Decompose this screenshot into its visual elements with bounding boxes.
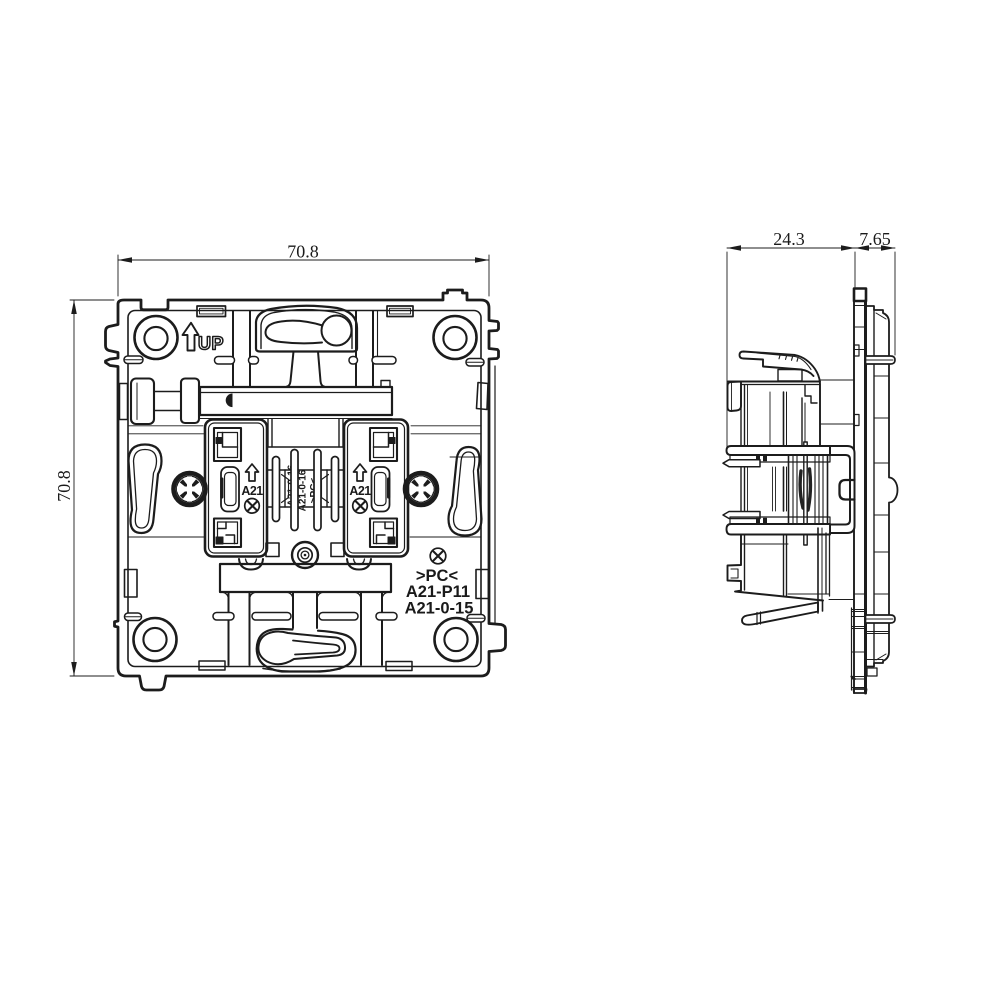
svg-text:70.8: 70.8 <box>54 470 74 502</box>
svg-text:24.3: 24.3 <box>773 229 805 249</box>
svg-text:A21-P11: A21-P11 <box>406 583 470 601</box>
svg-text:70.8: 70.8 <box>287 242 319 262</box>
svg-text:A21: A21 <box>241 484 263 498</box>
svg-text:A21-0-15: A21-0-15 <box>405 600 474 618</box>
svg-text:7.65: 7.65 <box>859 229 891 249</box>
svg-text:A21: A21 <box>349 484 371 498</box>
svg-text:UP: UP <box>198 334 224 354</box>
svg-text:A21-0-16: A21-0-16 <box>298 469 309 511</box>
svg-text:>PC<: >PC< <box>416 567 458 585</box>
